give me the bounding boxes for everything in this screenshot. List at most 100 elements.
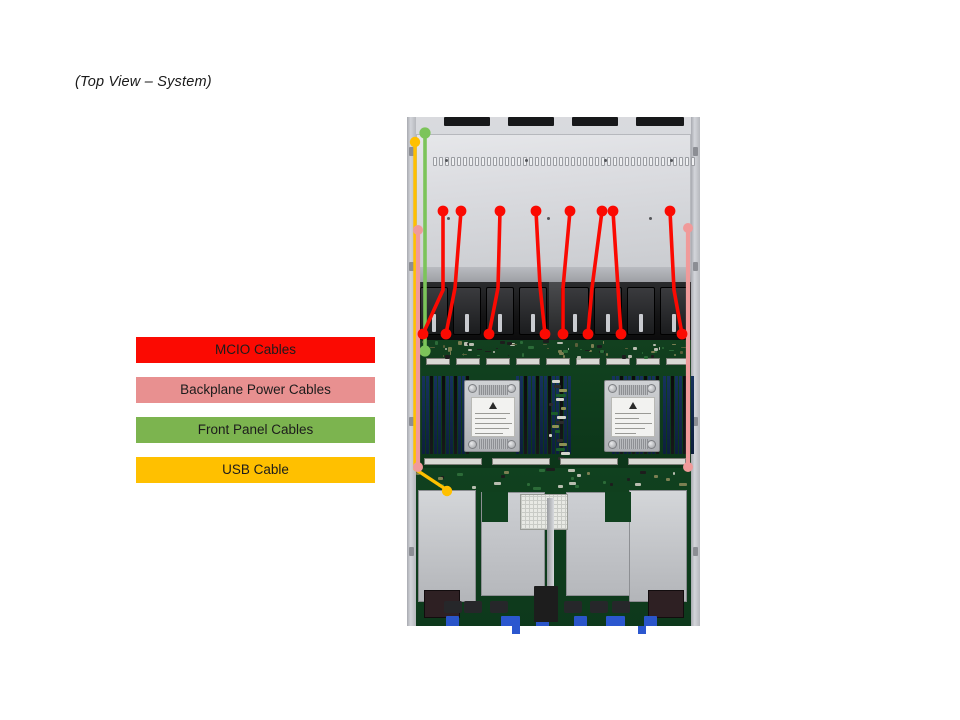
cpu-heatsink [464,380,520,452]
dimm-slot [540,376,543,454]
vent-slot [571,157,575,166]
board-component [559,389,567,392]
board-component [501,475,506,478]
dimm-slot [548,376,551,454]
vent-slot [439,157,443,166]
board-component [642,352,643,354]
dimm-slot [520,376,523,454]
rear-indicator-tab [638,626,646,634]
heatsink-warning-label [471,397,515,437]
board-component [472,486,476,489]
vent-slot [691,157,695,166]
legend-label-backplane-power-cables: Backplane Power Cables [180,383,331,397]
board-component [457,473,464,476]
vent-slot [511,157,515,166]
ventilation-slots [433,157,695,166]
rear-center-board [534,586,558,622]
board-connector [666,358,690,365]
cover-screw [525,159,528,162]
board-component [438,477,443,480]
vent-slot [595,157,599,166]
cooling-fan [594,287,622,335]
dimm-slot [544,376,547,454]
board-component [555,430,560,433]
vent-slot [673,157,677,166]
board-component [496,348,497,349]
board-component [445,355,451,359]
vent-slot [631,157,635,166]
label-text-line [475,418,506,419]
board-component [559,443,568,446]
dimm-slot [679,376,682,454]
vent-slot [637,157,641,166]
vent-slot [493,157,497,166]
board-component [633,347,636,350]
cooling-fan [420,287,448,335]
label-text-line [615,433,636,434]
chassis-rear-edge [407,626,700,638]
vent-slot [541,157,545,166]
board-component [551,412,558,415]
cpu-heatsink [604,380,660,452]
legend-item-front-panel-cables: Front Panel Cables [136,417,375,443]
warning-triangle-icon [629,402,637,409]
board-connector [516,358,540,365]
board-component [549,403,553,406]
board-component [435,341,438,345]
board-component [558,350,561,353]
dimm-slot [422,376,425,454]
vent-slot [529,157,533,166]
heatsink-fins [478,385,508,395]
board-component [477,349,482,350]
board-component [458,341,462,344]
board-component [610,483,613,486]
vent-slot [679,157,683,166]
label-text-line [615,428,645,429]
label-text-line [615,413,651,414]
board-connector [456,358,480,365]
dimm-slot [687,376,690,454]
board-component [662,347,663,348]
dimm-slot [663,376,666,454]
rear-io-slot [590,601,608,613]
vent-slot [451,157,455,166]
heatsink-screw [647,440,656,449]
board-component [575,485,579,488]
board-connector [560,458,618,465]
board-component [533,487,540,490]
board-component [651,351,655,352]
board-component [563,355,565,357]
warning-triangle-icon [489,402,497,409]
board-connector [486,358,510,365]
board-component [603,481,606,484]
vent-slot [643,157,647,166]
legend-label-mcio-cables: MCIO Cables [215,343,296,357]
rail-notch [409,147,414,156]
board-component [554,385,561,388]
legend-label-front-panel-cables: Front Panel Cables [198,423,314,437]
chassis-left-rail [407,117,416,638]
legend-item-mcio-cables: MCIO Cables [136,337,375,363]
bezel-handle [572,117,618,126]
board-component [561,452,569,455]
fan-wall [416,282,691,340]
board-component [672,344,676,346]
vent-slot [481,157,485,166]
board-connector [426,358,450,365]
rear-io-slot [564,601,582,613]
board-component [679,483,686,486]
cover-screw [604,159,607,162]
rear-io-slot [464,601,482,613]
cover-screw [447,217,450,220]
vent-slot [661,157,665,166]
board-component [569,482,576,485]
vent-slot [499,157,503,166]
board-connector [492,458,550,465]
board-component [552,380,560,383]
board-component [556,394,566,397]
cover-screw [649,217,652,220]
board-component [485,351,490,352]
board-component [438,484,444,487]
power-supply-unit [418,490,476,602]
board-component [549,434,553,437]
